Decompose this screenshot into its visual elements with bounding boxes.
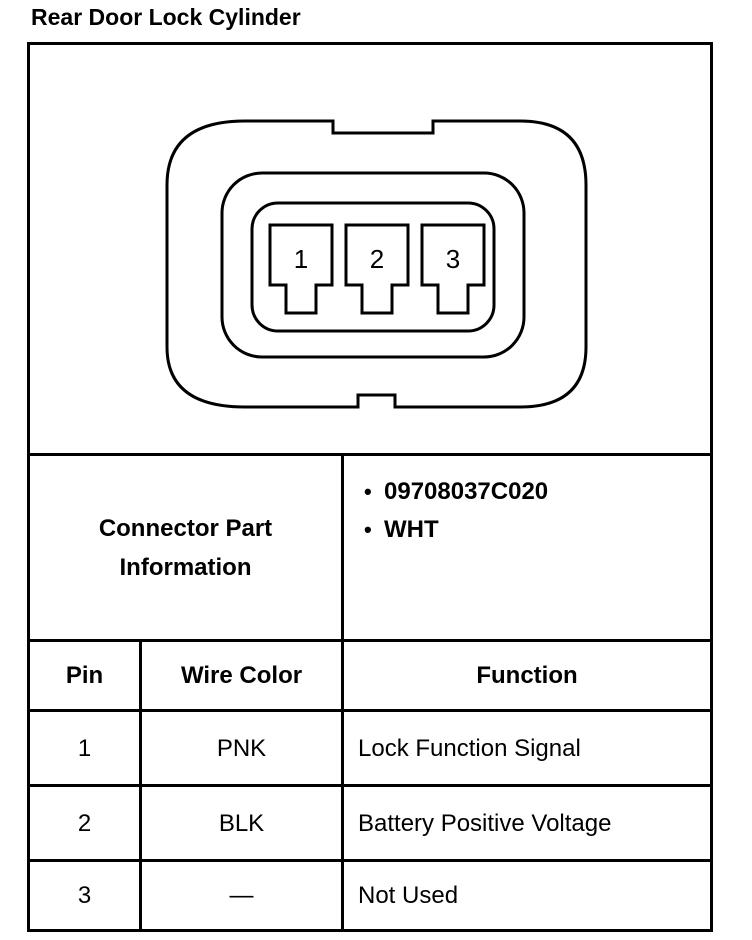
pin-label-2: 2 [370, 244, 384, 274]
divider-col-function [341, 453, 344, 929]
part-info-item: • WHT [344, 511, 710, 549]
header-wire-color: Wire Color [180, 662, 303, 689]
pin-label-1: 1 [294, 244, 308, 274]
row-1-function: Lock Function Signal [358, 734, 581, 762]
part-info-label: Connector Part Information [30, 456, 341, 639]
part-info-item: • 09708037C020 [344, 473, 710, 511]
connector-outer-housing [165, 119, 588, 409]
divider-diagram [30, 453, 710, 456]
row-2-wire-color: BLK [218, 809, 265, 837]
row-3-wire-color: — [229, 882, 254, 909]
connector-color: WHT [384, 516, 439, 543]
row-3-pin: 3 [77, 882, 92, 909]
row-3-function: Not Used [358, 882, 459, 909]
header-function: Function [476, 662, 578, 689]
connector-inner-shroud [220, 171, 526, 359]
divider-part-info [30, 639, 710, 642]
row-1-wire-color: PNK [216, 734, 267, 762]
row-2-function: Battery Positive Voltage [358, 809, 612, 837]
row-1-pin: 1 [77, 734, 92, 762]
connector-terminal-cavity [250, 201, 496, 333]
bullet-icon: • [364, 517, 372, 542]
part-info-label-line1: Connector Part [98, 514, 273, 542]
divider-row-2 [30, 859, 710, 862]
connector-diagram: 1 2 3 [30, 45, 710, 453]
part-info-list: • 09708037C020 • WHT [344, 473, 710, 549]
page-title: Rear Door Lock Cylinder [31, 4, 301, 30]
connector-face-drawing: 1 2 3 [165, 119, 588, 409]
pin-label-3: 3 [446, 244, 460, 274]
pin-cavity-3 [420, 223, 486, 315]
divider-table-header [30, 709, 710, 712]
connector-info-frame: 1 2 3 Connector Part Information • 09708… [27, 42, 713, 932]
header-pin: Pin [65, 662, 104, 689]
pin-cavity-2 [344, 223, 410, 315]
divider-row-1 [30, 784, 710, 787]
part-number: 09708037C020 [384, 478, 549, 505]
row-2-pin: 2 [77, 809, 92, 837]
bullet-icon: • [364, 479, 372, 504]
pin-cavity-1 [268, 223, 334, 315]
part-info-label-line2: Information [119, 553, 252, 581]
divider-col-pin [139, 639, 142, 929]
